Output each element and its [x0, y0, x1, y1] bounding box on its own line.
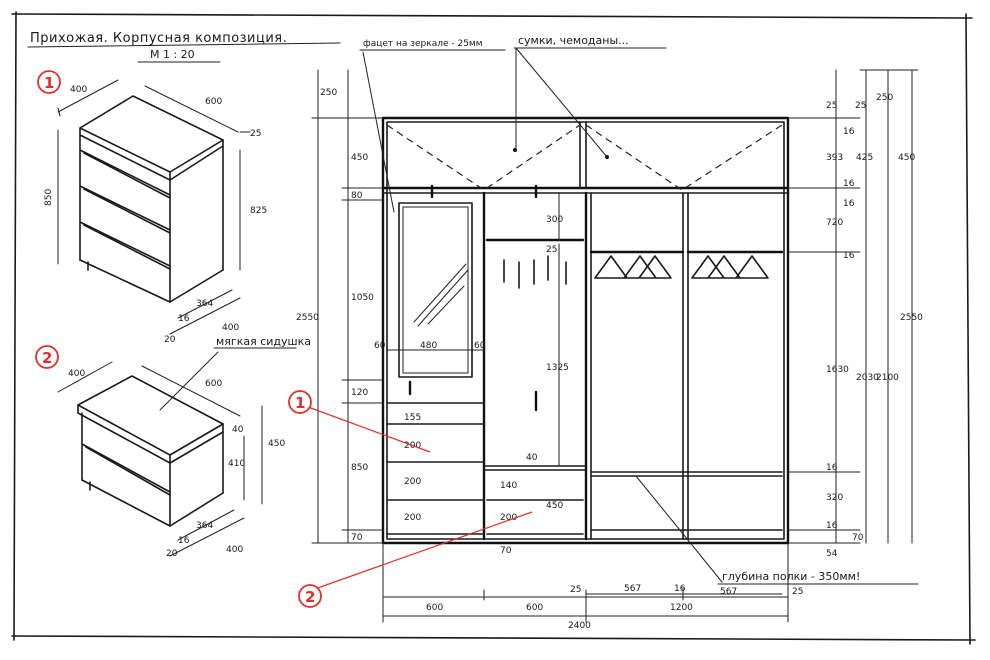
left-dim-70: 70	[351, 533, 363, 543]
chest-full-depth-dim: 400	[222, 323, 239, 333]
right-dim-393: 393	[826, 153, 843, 163]
inner-dimensions: 300 25 1325 40 140 200 450 70 60 480 60 …	[374, 192, 569, 556]
right-outer-dim-450: 450	[898, 153, 915, 163]
bottom-dim-600-b: 600	[526, 603, 543, 613]
right-dim-16-e: 16	[826, 463, 838, 473]
bottom-dim-600-a: 600	[426, 603, 443, 613]
right-outer-dim-2030: 2030	[856, 373, 879, 383]
right-dim-320: 320	[826, 493, 843, 503]
bottom-dim-25-b: 25	[792, 587, 803, 597]
chest-of-drawers: 400 600 850 25 825 364 16 400 20	[44, 79, 267, 345]
chest-top-dim: 25	[250, 129, 261, 139]
shelf-depth-note: глубина полки - 350мм!	[722, 570, 860, 583]
bottom-dim-567-a: 567	[624, 584, 641, 594]
top-notes: фацет на зеркале - 25мм сумки, чемоданы.…	[359, 34, 919, 585]
right-inner-dimension-chain: 25 16 393 16 16 720 16 1630 16 320 16 54…	[787, 69, 864, 559]
mirror-side-left-dim: 60	[374, 341, 386, 351]
bags-note: сумки, чемоданы...	[518, 34, 629, 47]
left-dim-1050: 1050	[351, 293, 374, 303]
left-dim-120: 120	[351, 388, 368, 398]
right-dim-16-c: 16	[843, 199, 855, 209]
right-dim-16-d: 16	[843, 251, 855, 261]
left-dim-2550: 2550	[296, 313, 319, 323]
bottom-dim-567-b: 567	[720, 587, 737, 597]
right-dim-720: 720	[826, 218, 843, 228]
chest-height-dim: 850	[44, 189, 54, 206]
bottom-dim-2400: 2400	[568, 621, 591, 631]
seat-inner-depth-dim: 364	[196, 521, 213, 531]
right-outer-dim-425: 425	[856, 153, 873, 163]
seat-back-dim: 20	[166, 549, 178, 559]
bottom-dim-1200: 1200	[670, 603, 693, 613]
dim-450: 450	[546, 501, 563, 511]
dim-200-bench: 200	[500, 513, 517, 523]
dim-140: 140	[500, 481, 517, 491]
left-dim-250: 250	[320, 88, 337, 98]
seat-inner-height-dim: 410	[228, 459, 245, 469]
chest-depth-dim: 400	[70, 85, 87, 95]
marker-2-label: 2	[42, 349, 52, 367]
seat-depth-dim: 400	[68, 369, 85, 379]
left-dim-450: 450	[351, 153, 368, 163]
seat-width-dim: 600	[205, 379, 222, 389]
right-outer-dim-250: 250	[876, 93, 893, 103]
marker-2-seat: 2	[35, 345, 59, 369]
mirror-width-dim: 480	[420, 341, 437, 351]
left-dim-850: 850	[351, 463, 368, 473]
bottom-dimension-chain: 25 567 16 567 25 600 600 1200 2400	[382, 542, 803, 631]
dim-300: 300	[546, 215, 563, 225]
red-leaders: 1 2	[288, 390, 533, 608]
sheet-frame	[11, 11, 976, 645]
left-dim-80: 80	[351, 191, 363, 201]
drawing-title: Прихожая. Корпусная композиция.	[30, 31, 287, 46]
bottom-dim-25-a: 25	[570, 585, 581, 595]
right-dim-54: 54	[826, 549, 838, 559]
right-dim-70: 70	[852, 533, 864, 543]
right-dim-1630: 1630	[826, 365, 849, 375]
right-outer-dim-25: 25	[855, 101, 866, 111]
chest-side-dim: 16	[178, 314, 190, 324]
seat-top-dim: 40	[232, 425, 244, 435]
mirror-side-right-dim: 60	[474, 341, 486, 351]
drawer-dim-200-b: 200	[404, 477, 421, 487]
drawer-dim-155: 155	[404, 413, 421, 423]
drawing-scale: М 1 : 20	[150, 48, 195, 61]
chest-width-dim: 600	[205, 97, 222, 107]
left-dimension-chain: 250 450 80 1050 120 850 70 2550	[296, 69, 384, 544]
wardrobe-elevation	[381, 116, 790, 545]
right-dim-25-top: 25	[826, 101, 837, 111]
elevation-marker-2-label: 2	[305, 588, 315, 606]
dim-70-bench: 70	[500, 546, 512, 556]
dim-25: 25	[546, 245, 557, 255]
chest-back-dim: 20	[164, 335, 176, 345]
soft-seat-note: мягкая сидушка	[216, 335, 311, 348]
seat-full-depth-dim: 400	[226, 545, 243, 555]
right-dim-16-f: 16	[826, 521, 838, 531]
title-block: Прихожая. Корпусная композиция. М 1 : 20	[27, 31, 341, 63]
right-outer-dim-2550: 2550	[900, 313, 923, 323]
marker-1-label: 1	[44, 74, 54, 92]
chest-inner-depth-dim: 364	[196, 299, 213, 309]
right-dim-16-a: 16	[843, 127, 855, 137]
dim-40: 40	[526, 453, 538, 463]
right-outer-dimension-chain: 25 425 2030 2100 250 450 2550	[855, 69, 923, 544]
drawer-dim-200-c: 200	[404, 513, 421, 523]
bottom-dim-16: 16	[674, 584, 686, 594]
chest-inner-height-dim: 825	[250, 206, 267, 216]
soft-seat-bench: 400 600 мягкая сидушка 40 450 410 364 16…	[57, 335, 311, 559]
elevation-marker-1-label: 1	[295, 394, 305, 412]
facet-note: фацет на зеркале - 25мм	[363, 39, 483, 49]
seat-side-dim: 16	[178, 536, 190, 546]
dim-1325: 1325	[546, 363, 569, 373]
right-dim-16-b: 16	[843, 179, 855, 189]
marker-1: 1	[37, 70, 61, 94]
seat-height-dim: 450	[268, 439, 285, 449]
right-outer-dim-2100: 2100	[876, 373, 899, 383]
